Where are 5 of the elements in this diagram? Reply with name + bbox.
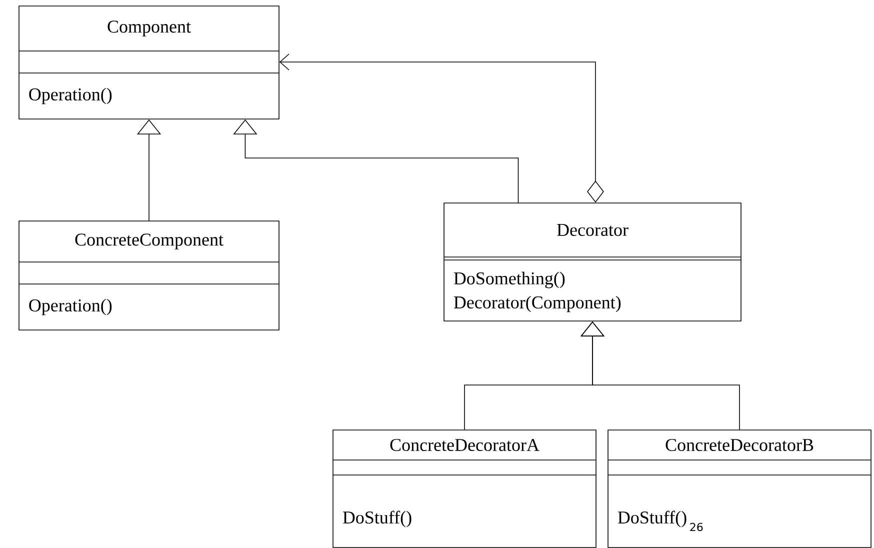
class-box: ConcreteComponent Operation() xyxy=(18,220,280,330)
class-box: Component Operation() xyxy=(18,6,280,120)
class-box: Decorator DoSomething() Decorator(Component) xyxy=(444,202,742,322)
class-box: ConcreteDecoratorA DoStuff() xyxy=(332,430,596,548)
page-number: 26 xyxy=(690,522,703,532)
